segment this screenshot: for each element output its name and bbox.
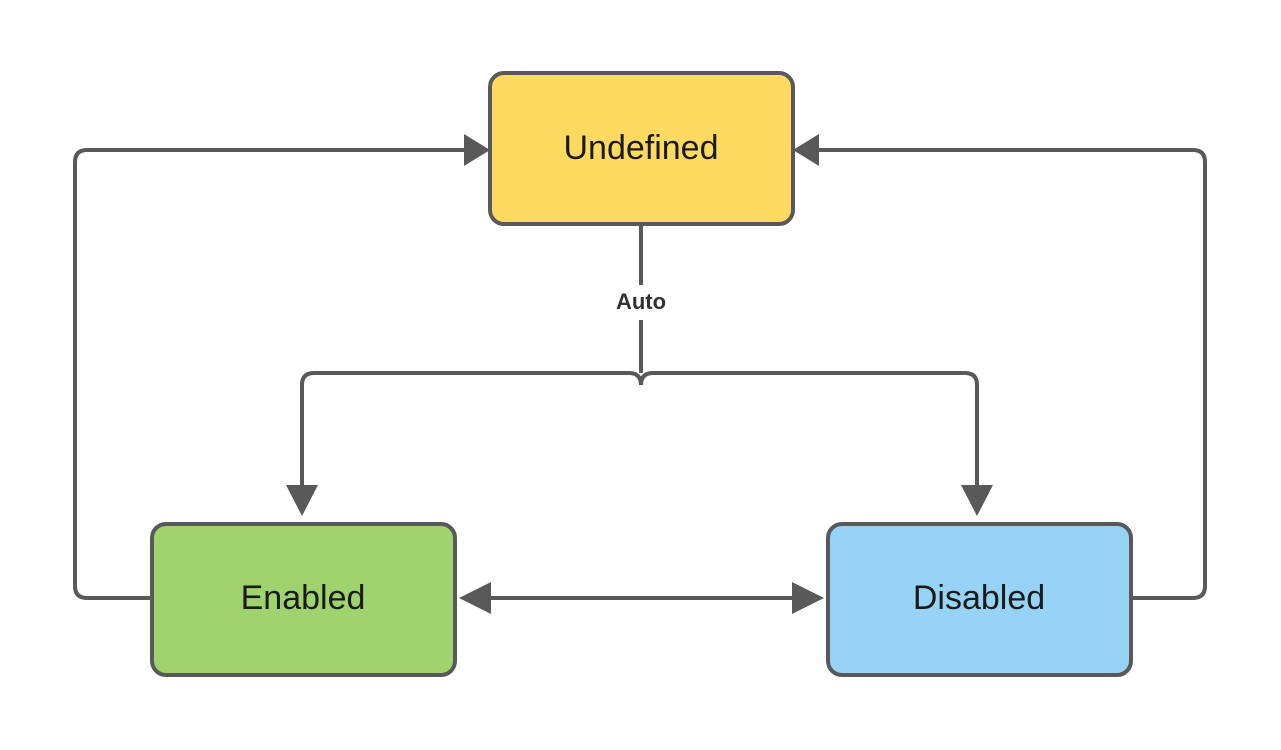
arrowhead-into-disabled-top [961,485,993,516]
arrowhead-into-enabled-right [459,582,491,614]
arrowhead-into-undefined-right [793,134,819,166]
edge-undefined-to-enabled-hitarea[interactable] [302,373,641,520]
edge-undefined-to-enabled[interactable] [286,371,654,520]
edge-enabled-to-undefined[interactable] [73,134,490,600]
edge-undefined-to-disabled[interactable] [641,371,993,520]
edge-disabled-to-undefined-line [819,148,1207,600]
node-enabled-shape[interactable] [150,522,457,677]
arrowhead-into-enabled-top [286,485,318,516]
edge-branch-junction-fillet [628,371,654,386]
node-enabled[interactable]: Enabled [150,522,457,677]
edge-label-auto: Auto [597,287,685,319]
edge-disabled-to-undefined[interactable] [793,134,1207,600]
edge-undefined-to-enabled-line [300,371,629,487]
node-disabled[interactable]: Disabled [826,522,1133,677]
node-disabled-shape[interactable] [826,522,1133,677]
edge-undefined-to-disabled-line [653,371,979,487]
arrowhead-into-disabled-left [792,582,824,614]
edge-label-auto-background [597,287,685,319]
edge-undefined-to-disabled-hitarea[interactable] [641,373,977,520]
node-undefined[interactable]: Undefined [488,71,795,226]
node-undefined-shape[interactable] [488,71,795,226]
arrowhead-into-undefined-left [464,134,490,166]
edge-enabled-to-undefined-line [73,148,466,600]
edge-enabled-disabled-bidirectional[interactable] [455,582,828,614]
